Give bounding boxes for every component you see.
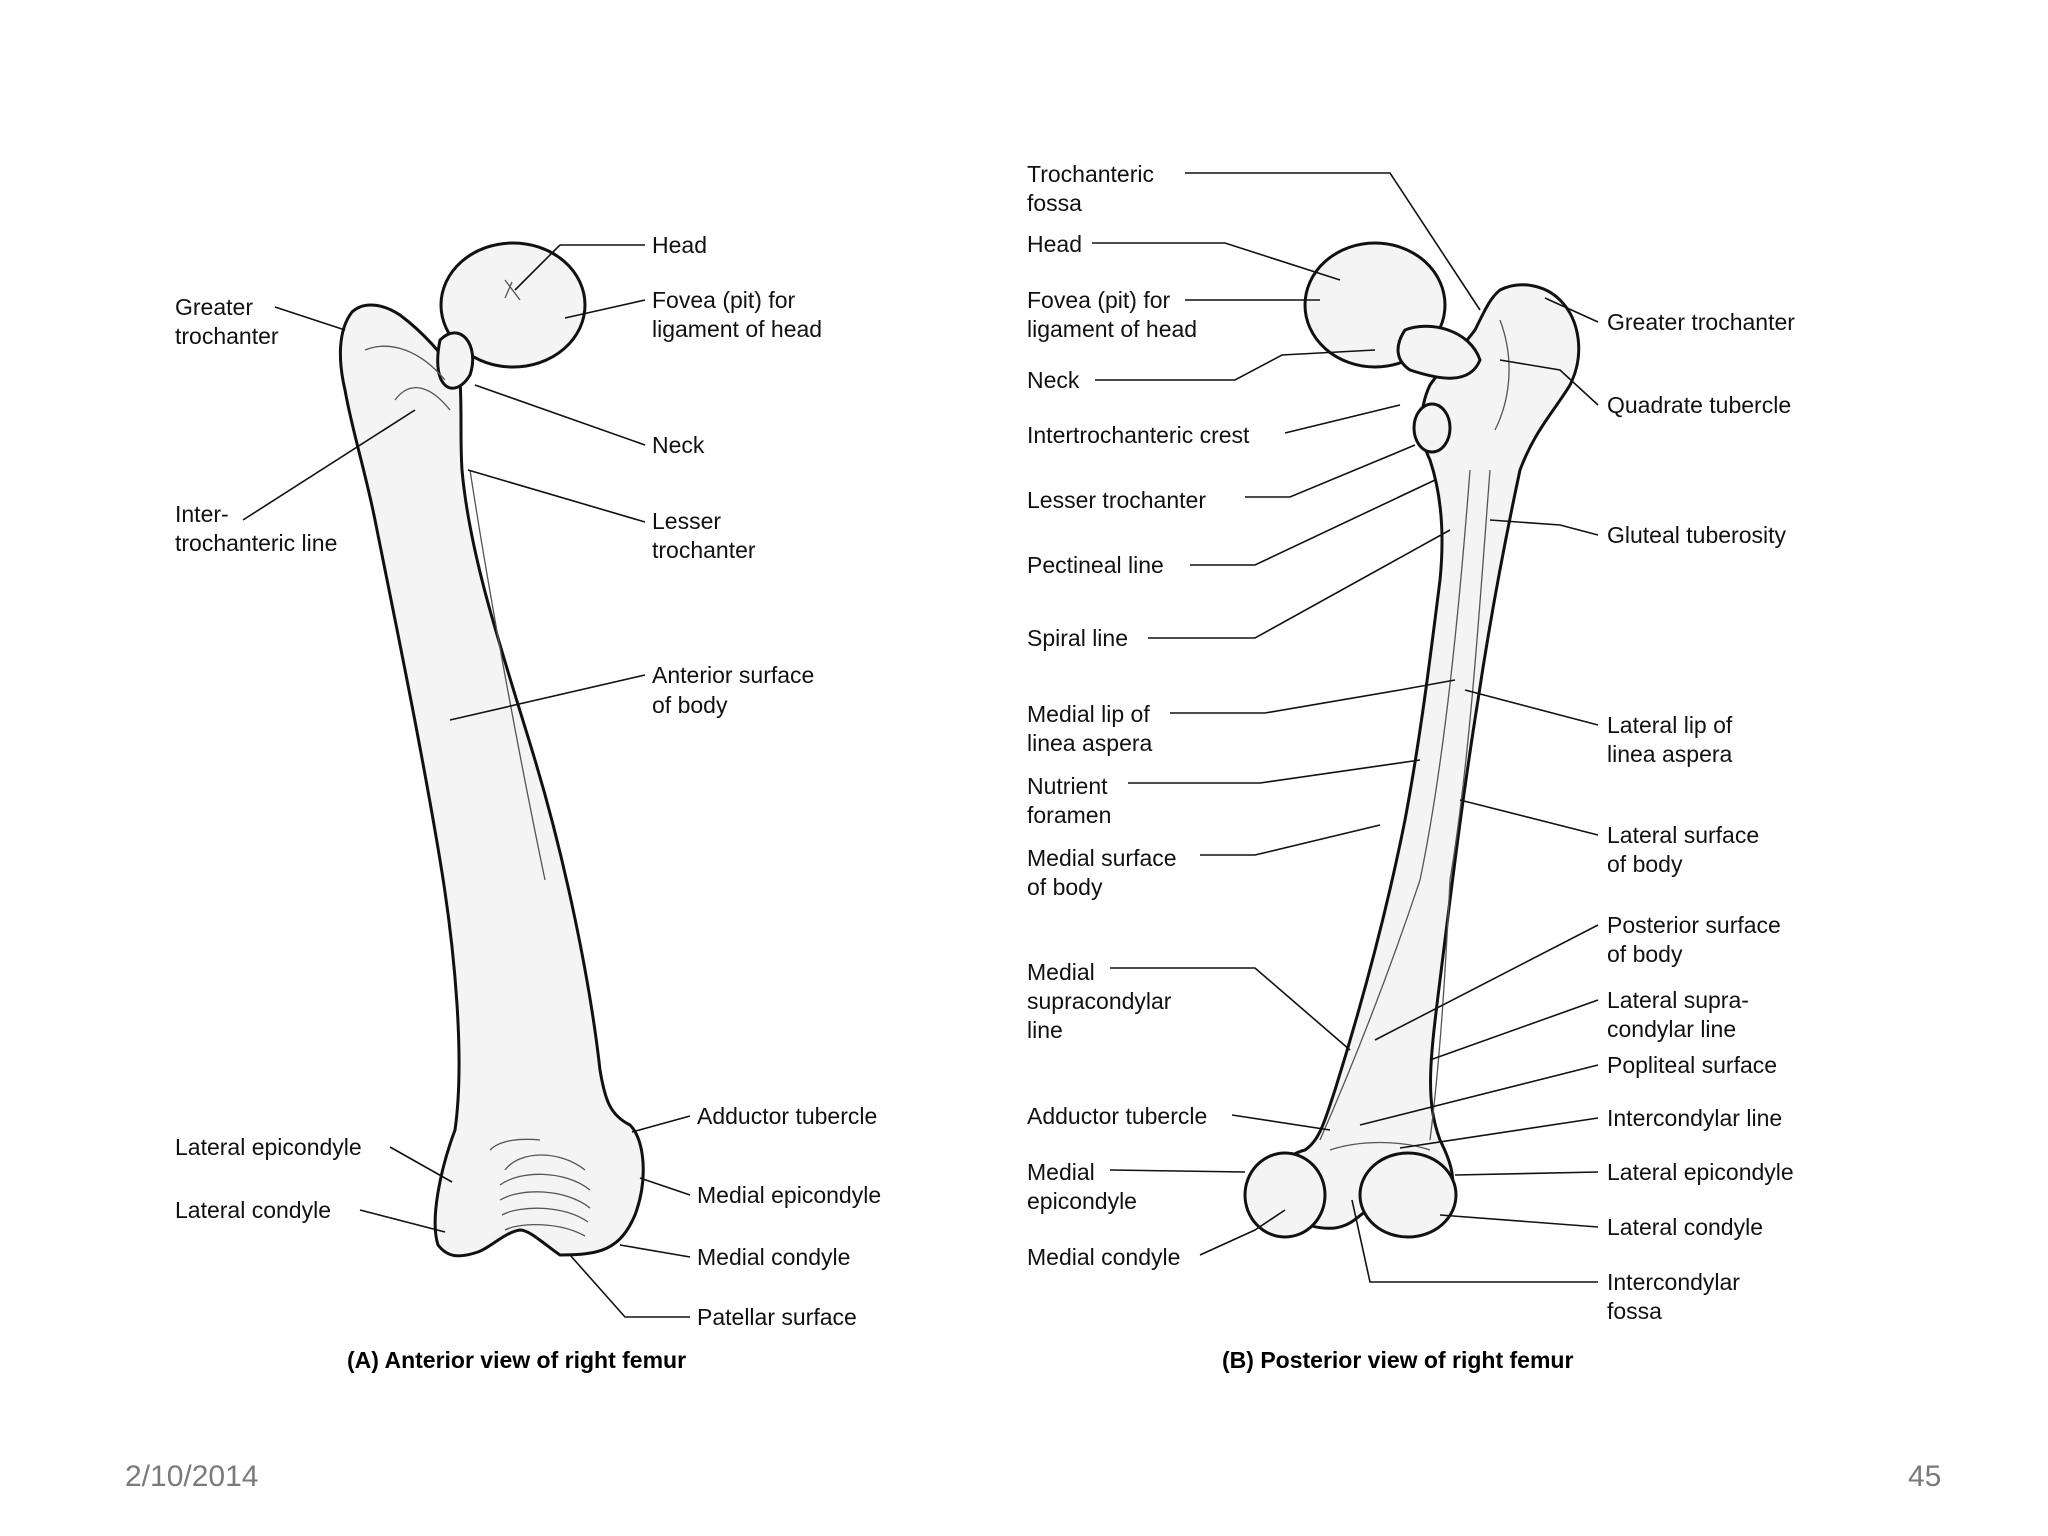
label-p-medial-condyle: Medial condyle [1027,1244,1180,1270]
label-a-fovea-1: Fovea (pit) for [652,287,795,313]
label-p-posterior-surface-2: of body [1607,941,1683,967]
label-p-lateral-surface-1: Lateral surface [1607,822,1759,848]
label-p-trochanteric-fossa-2: fossa [1027,190,1082,216]
label-p-medial-surface-1: Medial surface [1027,845,1177,871]
label-p-lateral-supracondylar-2: condylar line [1607,1016,1736,1042]
label-a-intertrochanteric-1: Inter- [175,501,229,527]
caption-posterior: (B) Posterior view of right femur [1222,1347,1573,1373]
label-a-adductor-tubercle: Adductor tubercle [697,1103,877,1129]
label-a-intertrochanteric-2: trochanteric line [175,530,337,556]
label-p-intercondylar-fossa-2: fossa [1607,1298,1662,1324]
posterior-femur-illustration [1243,241,1581,1239]
label-p-medial-lip-1: Medial lip of [1027,701,1150,727]
label-p-adductor-tubercle: Adductor tubercle [1027,1103,1207,1129]
label-a-patellar-surface: Patellar surface [697,1304,857,1330]
label-p-nutrient-foramen-2: foramen [1027,802,1111,828]
anterior-femur-illustration [338,241,645,1258]
label-p-lateral-lip-2: linea aspera [1607,741,1733,767]
label-a-lesser-trochanter-2: trochanter [652,537,756,563]
label-p-head: Head [1027,231,1082,257]
label-p-fovea-2: ligament of head [1027,316,1197,342]
label-a-lateral-condyle: Lateral condyle [175,1197,331,1223]
label-p-medial-supracondylar-3: line [1027,1017,1063,1043]
label-p-nutrient-foramen-1: Nutrient [1027,773,1108,799]
label-a-greater-trochanter-2: trochanter [175,323,279,349]
label-p-lateral-surface-2: of body [1607,851,1683,877]
label-p-medial-lip-2: linea aspera [1027,730,1153,756]
label-p-pectineal-line: Pectineal line [1027,552,1164,578]
label-p-gluteal-tuberosity: Gluteal tuberosity [1607,522,1786,548]
label-a-medial-condyle: Medial condyle [697,1244,850,1270]
label-a-fovea-2: ligament of head [652,316,822,342]
label-p-popliteal-surface: Popliteal surface [1607,1052,1777,1078]
label-p-posterior-surface-1: Posterior surface [1607,912,1781,938]
label-p-lateral-supracondylar-1: Lateral supra- [1607,987,1749,1013]
label-p-lateral-lip-1: Lateral lip of [1607,712,1733,738]
label-a-medial-epicondyle: Medial epicondyle [697,1182,881,1208]
label-p-fovea-1: Fovea (pit) for [1027,287,1170,313]
anterior-leader-lines [242,244,691,1318]
label-p-medial-epicondyle-1: Medial [1027,1159,1095,1185]
label-p-medial-epicondyle-2: epicondyle [1027,1188,1137,1214]
label-p-greater-trochanter: Greater trochanter [1607,309,1795,335]
label-p-lateral-epicondyle: Lateral epicondyle [1607,1159,1794,1185]
label-a-anterior-surface-1: Anterior surface [652,662,814,688]
label-p-medial-surface-2: of body [1027,874,1103,900]
label-a-lateral-epicondyle: Lateral epicondyle [175,1134,362,1160]
label-p-intercondylar-fossa-1: Intercondylar [1607,1269,1740,1295]
label-p-lateral-condyle: Lateral condyle [1607,1214,1763,1240]
label-p-spiral-line: Spiral line [1027,625,1128,651]
label-p-intertrochanteric-crest: Intertrochanteric crest [1027,422,1250,448]
label-p-intercondylar-line: Intercondylar line [1607,1105,1782,1131]
label-p-quadrate-tubercle: Quadrate tubercle [1607,392,1791,418]
footer-date: 2/10/2014 [125,1460,259,1493]
label-p-medial-supracondylar-1: Medial [1027,959,1095,985]
footer-page-number: 45 [1908,1460,1942,1493]
posterior-labels: Trochanteric fossa Head Fovea (pit) for … [1027,161,1795,1373]
label-a-greater-trochanter-1: Greater [175,294,253,320]
label-p-neck: Neck [1027,367,1080,393]
label-a-lesser-trochanter-1: Lesser [652,508,721,534]
label-p-trochanteric-fossa-1: Trochanteric [1027,161,1154,187]
anterior-labels: Head Fovea (pit) for ligament of head Gr… [175,232,881,1373]
label-a-anterior-surface-2: of body [652,692,728,718]
label-p-medial-supracondylar-2: supracondylar [1027,988,1172,1014]
caption-anterior: (A) Anterior view of right femur [347,1347,686,1373]
posterior-leader-lines [1092,172,1599,1283]
label-a-head: Head [652,232,707,258]
label-a-neck: Neck [652,432,705,458]
label-p-lesser-trochanter: Lesser trochanter [1027,487,1206,513]
